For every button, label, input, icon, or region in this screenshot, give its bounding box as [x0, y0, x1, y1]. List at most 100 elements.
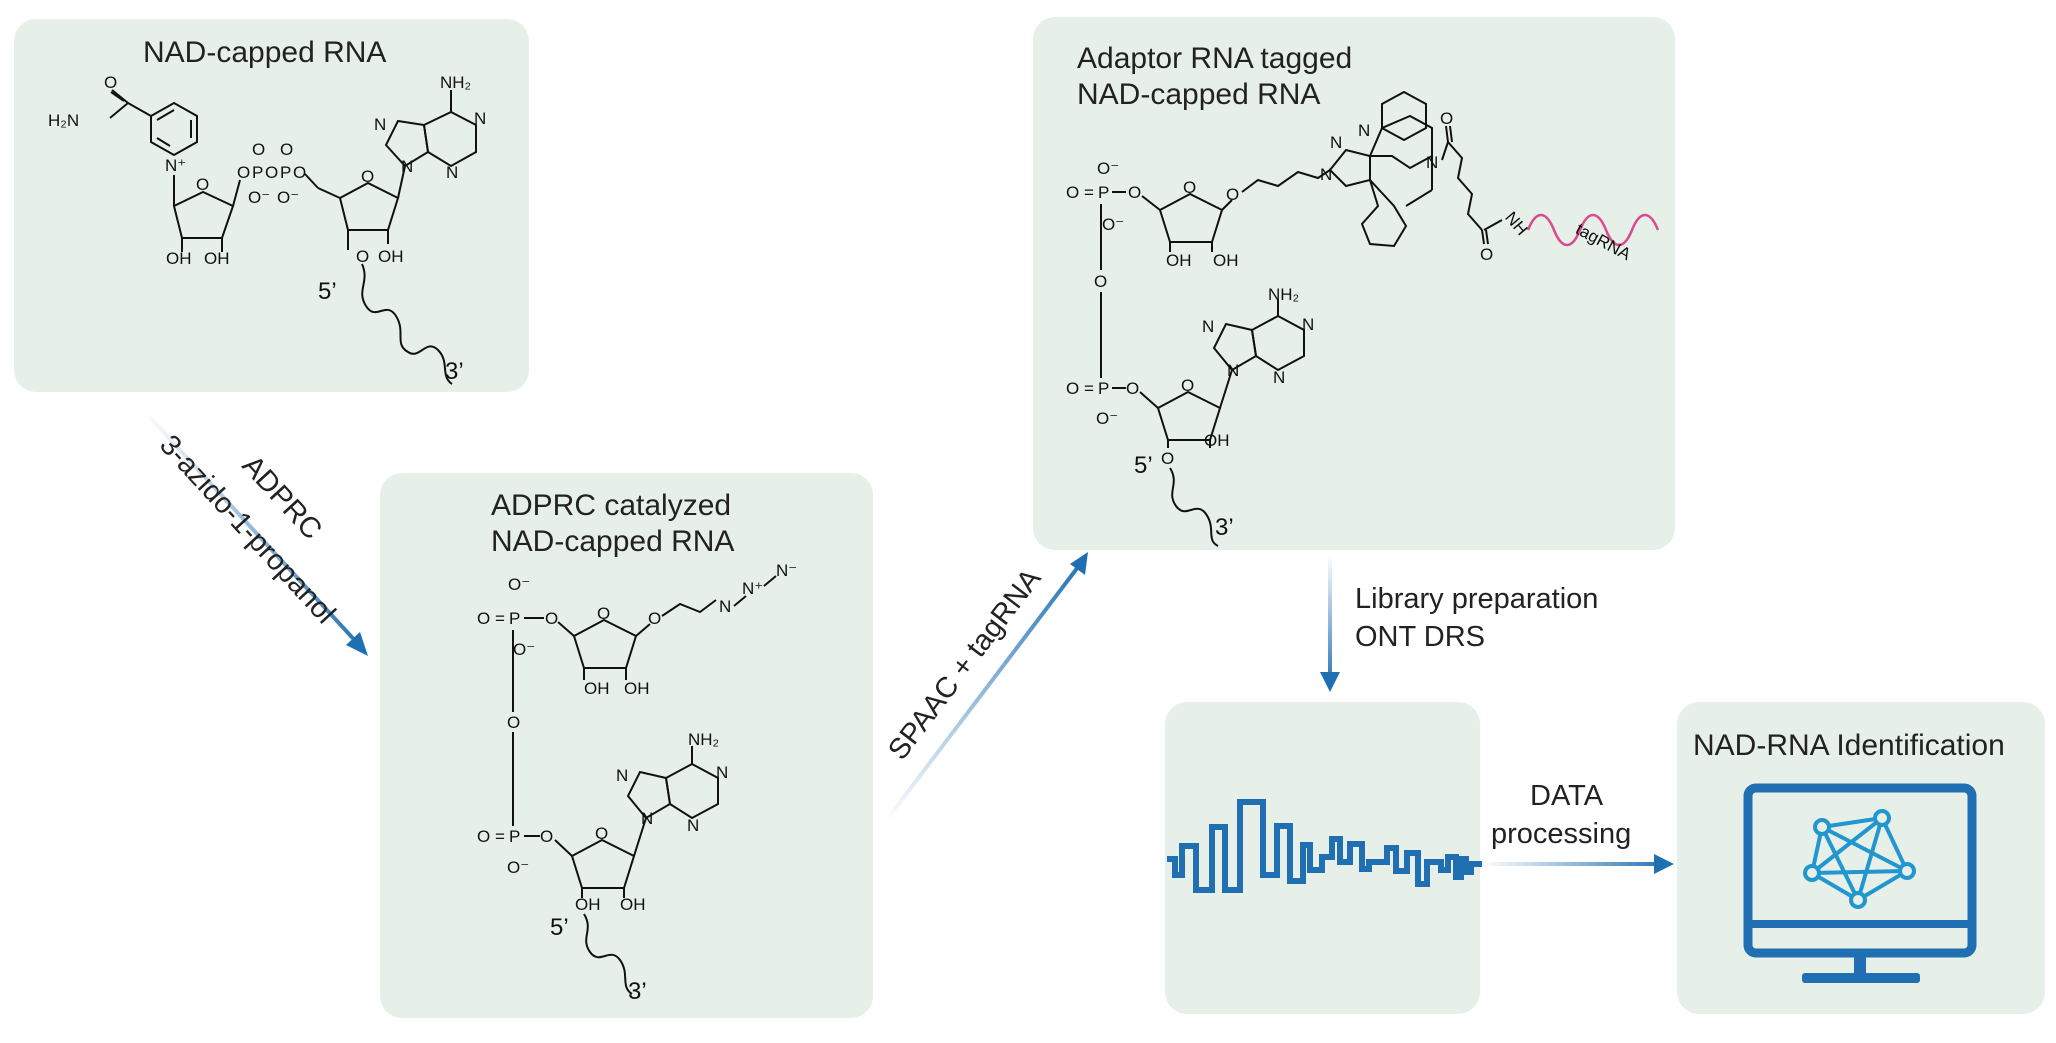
svg-text:O =: O = [1066, 379, 1094, 398]
nanopore-signal-trace [1167, 799, 1482, 893]
svg-text:OH: OH [1166, 251, 1192, 270]
svg-text:O: O [361, 167, 374, 186]
svg-text:O⁻: O⁻ [248, 188, 270, 207]
panel-adprc-catalyzed [380, 473, 873, 1018]
svg-text:N: N [1302, 315, 1314, 334]
svg-text:O =: O = [477, 827, 505, 846]
svg-text:O: O [1181, 376, 1194, 395]
svg-text:P: P [509, 827, 520, 846]
svg-text:O: O [507, 713, 520, 732]
svg-text:O⁻: O⁻ [508, 575, 530, 594]
identification-title: NAD-RNA Identification [1693, 729, 2005, 762]
svg-text:O: O [265, 163, 278, 182]
molecule-adaptor-tagged: O⁻ O = P O⁻ O O O OH OH O N N N N O [1066, 90, 1660, 547]
svg-text:O: O [237, 163, 250, 182]
svg-text:O: O [196, 175, 209, 194]
svg-text:N⁺: N⁺ [742, 579, 763, 598]
monitor-icon [1743, 783, 1977, 983]
svg-text:OH: OH [166, 249, 192, 268]
svg-text:N: N [401, 157, 413, 176]
step2-label: SPAAC + tagRNA [882, 563, 1048, 766]
svg-text:3’: 3’ [628, 978, 647, 1005]
svg-text:P: P [1098, 183, 1109, 202]
svg-text:O: O [1480, 245, 1493, 264]
svg-text:O: O [1183, 178, 1196, 197]
arrow-step1-labels: ADPRC 3-azido-1-propanol [153, 429, 341, 630]
svg-text:O: O [545, 609, 558, 628]
step3-label-line1: Library preparation [1355, 583, 1599, 615]
svg-text:N: N [1358, 121, 1370, 140]
svg-text:OH: OH [1204, 431, 1230, 450]
svg-text:O: O [252, 140, 265, 159]
adprc-title-line2: NAD-capped RNA [491, 525, 735, 558]
svg-text:NH: NH [1501, 208, 1531, 239]
svg-text:O: O [1226, 185, 1239, 204]
adaptor-title-line1: Adaptor RNA tagged [1077, 42, 1353, 75]
svg-text:N: N [719, 597, 731, 616]
tag-rna-wave [1526, 213, 1660, 247]
svg-text:N: N [1426, 153, 1438, 172]
arrow-step1 [143, 410, 368, 656]
svg-text:NH₂: NH₂ [1268, 285, 1299, 304]
step3-label-line2: ONT DRS [1355, 621, 1485, 653]
svg-text:O: O [597, 604, 610, 623]
svg-text:OH: OH [378, 247, 404, 266]
arrow-step3 [1320, 555, 1340, 692]
svg-text:O⁻: O⁻ [1102, 215, 1124, 234]
svg-text:O: O [595, 824, 608, 843]
svg-text:O: O [293, 163, 306, 182]
svg-text:NH₂: NH₂ [440, 73, 471, 92]
svg-text:OH: OH [620, 895, 646, 914]
adprc-title-line1: ADPRC catalyzed [491, 489, 732, 522]
molecule-adprc-catalyzed: O⁻ O = P O⁻ O O O OH OH O N N⁺ N⁻ O = P … [477, 561, 797, 1005]
svg-text:O: O [280, 140, 293, 159]
svg-text:N: N [616, 766, 628, 785]
svg-text:O: O [1440, 109, 1453, 128]
svg-text:5’: 5’ [318, 278, 337, 305]
svg-text:OH: OH [584, 679, 610, 698]
svg-text:O: O [1161, 449, 1174, 468]
nad-capped-title: NAD-capped RNA [143, 36, 387, 69]
panel-nad-capped-rna [14, 19, 529, 392]
svg-text:N: N [1202, 317, 1214, 336]
svg-text:N: N [641, 809, 653, 828]
svg-text:3’: 3’ [445, 358, 464, 385]
svg-text:N: N [474, 109, 486, 128]
molecule-nad-capped-rna: O H₂N N⁺ O OH OH O P O P O O O O⁻ O⁻ O O… [48, 73, 486, 385]
svg-text:O: O [1126, 379, 1139, 398]
svg-text:N: N [1320, 165, 1332, 184]
svg-text:O: O [1094, 272, 1107, 291]
svg-text:O: O [356, 247, 369, 266]
svg-text:P: P [280, 163, 291, 182]
svg-text:O⁻: O⁻ [513, 640, 535, 659]
svg-text:N⁺: N⁺ [165, 156, 186, 175]
svg-text:O⁻: O⁻ [1097, 159, 1119, 178]
step4-label-line1: DATA [1530, 780, 1604, 812]
svg-text:O⁻: O⁻ [507, 858, 529, 877]
svg-text:N: N [1273, 368, 1285, 387]
svg-text:OH: OH [1213, 251, 1239, 270]
svg-text:N: N [374, 115, 386, 134]
svg-text:OH: OH [624, 679, 650, 698]
svg-text:H₂N: H₂N [48, 111, 79, 130]
svg-text:OH: OH [204, 249, 230, 268]
svg-text:O: O [1128, 183, 1141, 202]
network-graph-icon [1803, 809, 1916, 909]
panel-adaptor-tagged [1033, 17, 1675, 550]
svg-text:O⁻: O⁻ [1096, 409, 1118, 428]
svg-text:N: N [1227, 361, 1239, 380]
svg-text:N: N [716, 763, 728, 782]
svg-text:3’: 3’ [1215, 514, 1234, 541]
svg-text:O =: O = [1066, 183, 1094, 202]
svg-text:5’: 5’ [1134, 452, 1153, 479]
svg-text:O: O [540, 827, 553, 846]
svg-text:O =: O = [477, 609, 505, 628]
svg-text:N⁻: N⁻ [776, 561, 797, 580]
arrow-step2 [883, 552, 1088, 824]
adaptor-title-line2: NAD-capped RNA [1077, 78, 1321, 111]
arrow-step4 [1482, 854, 1674, 874]
svg-text:P: P [509, 609, 520, 628]
svg-text:OH: OH [575, 895, 601, 914]
svg-text:O: O [104, 73, 117, 92]
